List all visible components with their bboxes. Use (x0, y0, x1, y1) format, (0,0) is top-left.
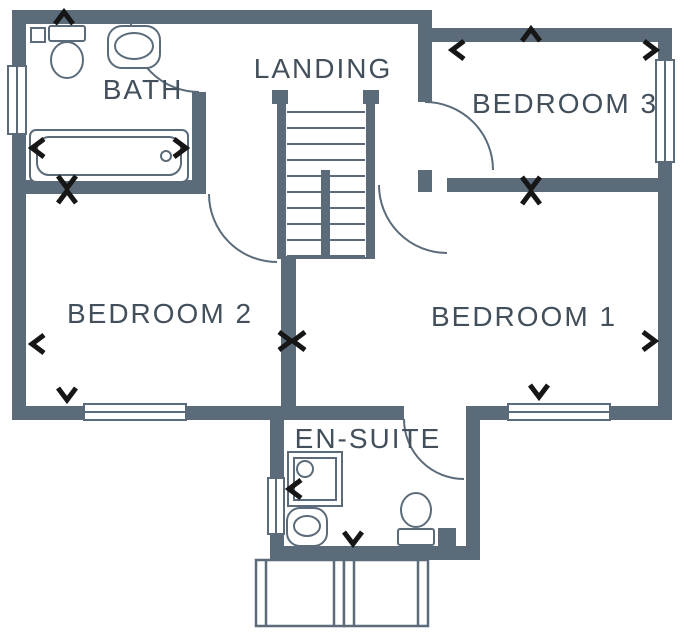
wall-bath-right (192, 92, 206, 194)
measurement-arrows (27, 7, 661, 549)
chevron-up-icon (56, 186, 78, 205)
room-label-ensuite: EN-SUITE (295, 423, 442, 454)
porch-step-right (342, 558, 430, 628)
bath-wall-unit-icon (30, 27, 46, 43)
porch-steps (254, 558, 430, 628)
wall-ensuite-right (466, 406, 480, 560)
room-label-bath: BATH (103, 74, 184, 105)
wall-bedroom1-bottom-right (610, 406, 672, 420)
door-arc-bedroom1 (378, 184, 448, 254)
chevron-left-icon (447, 39, 466, 61)
window-bedroom1-bottom (507, 403, 611, 421)
wall-bedroom3-left-upper (418, 24, 432, 102)
stairs (272, 90, 379, 259)
door-arc-bedroom2 (208, 193, 278, 263)
wall-bedroom1-bottom-left (284, 406, 404, 420)
chevron-right-icon (641, 330, 660, 352)
ensuite-basin-icon (286, 507, 328, 547)
chevron-up-icon (520, 24, 542, 43)
wall-bedroom3-bedroom1-divider (447, 178, 658, 192)
fixtures (29, 25, 456, 547)
windows (7, 59, 675, 535)
newel-post-right (363, 90, 379, 104)
wall-bedroom3-left-stub (418, 170, 432, 192)
bath-basin-icon (107, 25, 161, 69)
room-label-landing: LANDING (254, 53, 392, 84)
chevron-down-icon (342, 530, 364, 549)
door-arc-bedroom3 (424, 101, 494, 171)
chevron-down-icon (56, 386, 78, 405)
stair-center-rail (321, 170, 330, 258)
chevron-up-icon (53, 7, 75, 26)
stair-balustrade-left (277, 96, 286, 258)
room-labels: LANDING BATH BEDROOM 3 BEDROOM 2 BEDROOM… (67, 53, 658, 454)
chevron-up-icon (520, 187, 542, 206)
room-label-bedroom2: BEDROOM 2 (67, 298, 253, 329)
wall-outer-top (12, 10, 432, 24)
wall-bedroom2-bottom-left (12, 406, 84, 420)
stair-treads (277, 111, 375, 259)
chevron-left-icon (288, 330, 307, 352)
chevron-left-icon (27, 137, 46, 159)
room-label-bedroom3: BEDROOM 3 (472, 88, 658, 119)
window-bath-left (7, 65, 27, 135)
wall-ensuite-bottom (270, 546, 480, 560)
chevron-right-icon (642, 39, 661, 61)
shower-icon (287, 451, 343, 507)
wall-bedroom2-bottom-right (186, 406, 284, 420)
door-arc-ensuite (403, 418, 465, 480)
stair-balustrade-right (366, 96, 375, 258)
newel-post-left (272, 90, 288, 104)
window-ensuite-left (267, 477, 285, 535)
window-bedroom2-bottom (83, 403, 187, 421)
chevron-left-icon (27, 333, 46, 355)
bath-toilet-icon (48, 25, 86, 79)
porch-step-left (254, 558, 346, 628)
wall-ensuite-left-upper (270, 406, 284, 478)
chevron-right-icon (172, 137, 191, 159)
ensuite-cupboard-unit-icon (438, 528, 456, 546)
bathtub-icon (29, 129, 189, 183)
wall-bedroom3-top (430, 28, 672, 42)
door-arcs (130, 23, 494, 480)
chevron-down-icon (528, 383, 550, 402)
window-bedroom3-right (655, 59, 675, 163)
ensuite-toilet-icon (397, 492, 435, 546)
chevron-left-icon (284, 478, 303, 500)
room-label-bedroom1: BEDROOM 1 (431, 301, 617, 332)
walls (12, 10, 672, 560)
